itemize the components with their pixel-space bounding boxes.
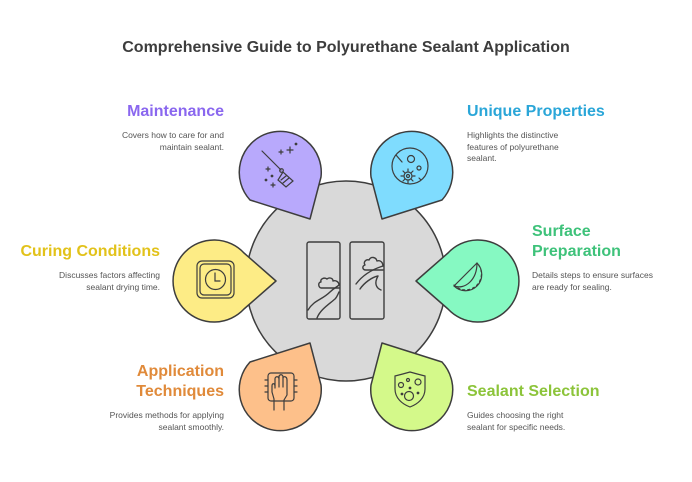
section-heading: Application Techniques: [74, 362, 224, 402]
shield-dots-icon: [394, 371, 426, 408]
section-description: Details steps to ensure surfaces are rea…: [532, 270, 653, 292]
pin-application-techniques: [238, 342, 323, 432]
section-curing-conditions: Curing Conditions Discusses factors affe…: [10, 242, 160, 293]
section-heading: Surface Preparation: [532, 222, 682, 262]
microbe-gear-icon: [391, 147, 429, 185]
peeling-sticker-icon: [453, 262, 483, 292]
clock-icon: [196, 260, 235, 299]
section-description: Covers how to care for and maintain seal…: [121, 130, 224, 152]
section-description: Discusses factors affecting sealant dryi…: [59, 270, 160, 292]
pin-surface-preparation: [415, 239, 520, 323]
section-unique-properties: Unique Properties Highlights the distinc…: [467, 102, 617, 165]
pin-sealant-selection: [369, 342, 454, 432]
section-heading-line: Surface: [532, 223, 591, 240]
section-heading: Curing Conditions: [20, 243, 160, 260]
section-maintenance: Maintenance Covers how to care for and m…: [96, 102, 224, 153]
section-heading-line: Techniques: [136, 383, 224, 400]
section-heading: Unique Properties: [467, 103, 605, 120]
section-heading: Sealant Selection: [467, 383, 600, 400]
section-description: Provides methods for applying sealant sm…: [109, 410, 224, 432]
section-heading-line: Preparation: [532, 243, 621, 260]
diagram-title: Comprehensive Guide to Polyurethane Seal…: [122, 39, 570, 56]
pin-maintenance: [238, 130, 323, 220]
window-panels-scenery-icon: [306, 241, 385, 320]
pin-curing-conditions: [172, 239, 277, 323]
section-heading-line: Application: [136, 363, 224, 380]
section-description: Guides choosing the right sealant for sp…: [467, 410, 566, 432]
pin-unique-properties: [369, 130, 454, 220]
section-heading: Maintenance: [127, 103, 224, 120]
hand-pressing-icon: [264, 372, 298, 411]
broom-sparkle-icon: [261, 142, 298, 188]
section-description: Highlights the distinctive features of p…: [467, 130, 559, 163]
section-application-techniques: Application Techniques Provides methods …: [74, 362, 224, 433]
section-surface-preparation: Surface Preparation Details steps to ens…: [532, 222, 682, 293]
section-sealant-selection: Sealant Selection Guides choosing the ri…: [467, 382, 617, 433]
